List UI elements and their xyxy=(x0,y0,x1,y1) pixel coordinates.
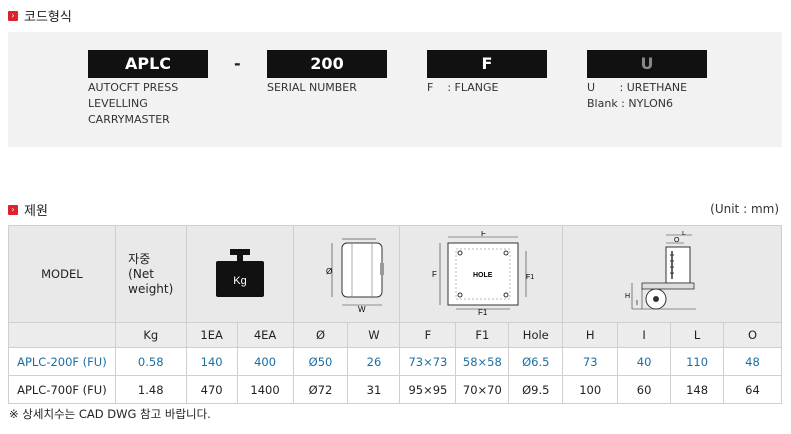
table-cell: 60 xyxy=(617,375,672,404)
diagram-caster: O L H I xyxy=(562,225,782,323)
spec-header-row: MODEL 자중 (Net weight) Kg Ø W xyxy=(8,225,782,323)
kg-icon-text: Kg xyxy=(233,275,246,287)
model-header: MODEL xyxy=(8,225,116,323)
weight-icon: Kg xyxy=(215,248,264,297)
weight-header: 자중 (Net weight) xyxy=(114,225,187,323)
table-cell: 1400 xyxy=(236,375,294,404)
f1-side-label: F1 xyxy=(526,274,534,281)
code-desc-flange: F : FLANGE xyxy=(427,81,499,94)
code-item-model: APLC AUTOCFT PRESS LEVELLING CARRYMASTER xyxy=(88,50,208,128)
table-cell: 100 xyxy=(562,375,619,404)
spec-subheader-row: Kg 1EA 4EA Ø W F F1 Hole H I L O xyxy=(8,322,782,348)
table-cell: Ø9.5 xyxy=(508,375,564,404)
code-desc-wheel: U : URETHANE Blank : NYLON6 xyxy=(587,81,688,110)
table-cell: 95×95 xyxy=(399,375,457,404)
subheader-cell: F xyxy=(399,322,457,348)
subheader-cell: H xyxy=(562,322,619,348)
spec-table: MODEL 자중 (Net weight) Kg Ø W xyxy=(8,225,782,404)
table-cell: 0.58 xyxy=(114,347,187,376)
table-cell: 1.48 xyxy=(114,375,187,404)
table-cell: 73 xyxy=(562,347,619,376)
table-cell: Ø6.5 xyxy=(508,347,564,376)
table-cell: 64 xyxy=(723,375,782,404)
code-item-serial: 200 SERIAL NUMBER xyxy=(267,50,387,96)
table-cell: 70×70 xyxy=(455,375,510,404)
code-format-title-text: 코드형식 xyxy=(24,10,72,25)
code-format-panel: APLC AUTOCFT PRESS LEVELLING CARRYMASTER… xyxy=(8,32,782,147)
table-row[interactable]: APLC-200F (FU) 0.58 140 400 Ø50 26 73×73… xyxy=(8,347,782,376)
table-cell: 110 xyxy=(670,347,724,376)
table-cell: 470 xyxy=(185,375,238,404)
subheader-cell: L xyxy=(670,322,724,348)
table-cell: Ø72 xyxy=(292,375,349,404)
subheader-cell: 4EA xyxy=(236,322,294,348)
f1-bottom-label: F1 xyxy=(478,308,488,315)
chevron-right-icon: › xyxy=(8,204,18,215)
hole-label: HOLE xyxy=(473,272,493,279)
table-cell: 73×73 xyxy=(399,347,457,376)
table-cell: 48 xyxy=(723,347,782,376)
table-row[interactable]: APLC-700F (FU) 1.48 470 1400 Ø72 31 95×9… xyxy=(8,375,782,404)
code-format-title: › 코드형식 xyxy=(8,6,72,25)
wheel-dimension-diagram: Ø W xyxy=(326,238,385,314)
cell-model[interactable]: APLC-200F (FU) xyxy=(8,347,116,376)
code-dash: - xyxy=(234,54,241,73)
table-cell: 26 xyxy=(347,347,401,376)
code-desc-model: AUTOCFT PRESS LEVELLING CARRYMASTER xyxy=(88,81,179,126)
subheader-cell: Hole xyxy=(508,322,564,348)
code-label-serial: 200 xyxy=(267,50,387,78)
code-item-wheel: U U : URETHANE Blank : NYLON6 xyxy=(587,50,707,112)
table-cell: 40 xyxy=(617,347,672,376)
table-cell: Ø50 xyxy=(292,347,349,376)
flange-dimension-diagram: F HOLE F F1 F1 xyxy=(432,229,534,317)
o-label: O xyxy=(674,237,680,244)
subheader-cell: F1 xyxy=(455,322,510,348)
chevron-right-icon: › xyxy=(8,10,18,21)
unit-label: (Unit : mm) xyxy=(710,202,779,216)
table-cell: 400 xyxy=(236,347,294,376)
table-cell: 58×58 xyxy=(455,347,510,376)
h-label: H xyxy=(625,293,630,300)
f-side-label: F xyxy=(432,270,437,279)
subheader-cell: Ø xyxy=(292,322,349,348)
subheader-cell: I xyxy=(617,322,672,348)
subheader-cell: 1EA xyxy=(185,322,238,348)
cell-model[interactable]: APLC-700F (FU) xyxy=(8,375,116,404)
diagram-flange: F HOLE F F1 F1 xyxy=(399,225,564,323)
code-desc-serial: SERIAL NUMBER xyxy=(267,81,357,94)
code-label-model: APLC xyxy=(88,50,208,78)
cad-note: ※ 상세치수는 CAD DWG 참고 바랍니다. xyxy=(9,407,211,421)
table-cell: 31 xyxy=(347,375,401,404)
subheader-cell: Kg xyxy=(114,322,187,348)
i-label: I xyxy=(636,300,638,307)
w-label: W xyxy=(358,305,366,313)
kg-icon-cell: Kg xyxy=(185,225,294,323)
f-top-label: F xyxy=(481,231,486,238)
code-label-wheel: U xyxy=(587,50,707,78)
diagram-wheel: Ø W xyxy=(292,225,401,323)
code-label-flange: F xyxy=(427,50,547,78)
phi-label: Ø xyxy=(326,267,332,276)
subheader-model-spacer xyxy=(8,322,116,348)
caster-dimension-diagram: O L H I xyxy=(625,230,697,309)
spec-title: › 제원 xyxy=(8,200,48,219)
code-item-flange: F F : FLANGE xyxy=(427,50,547,96)
l-label: L xyxy=(682,231,686,237)
subheader-cell: O xyxy=(723,322,782,348)
table-cell: 148 xyxy=(670,375,724,404)
table-cell: 140 xyxy=(185,347,238,376)
subheader-cell: W xyxy=(347,322,401,348)
spec-title-text: 제원 xyxy=(24,204,48,219)
